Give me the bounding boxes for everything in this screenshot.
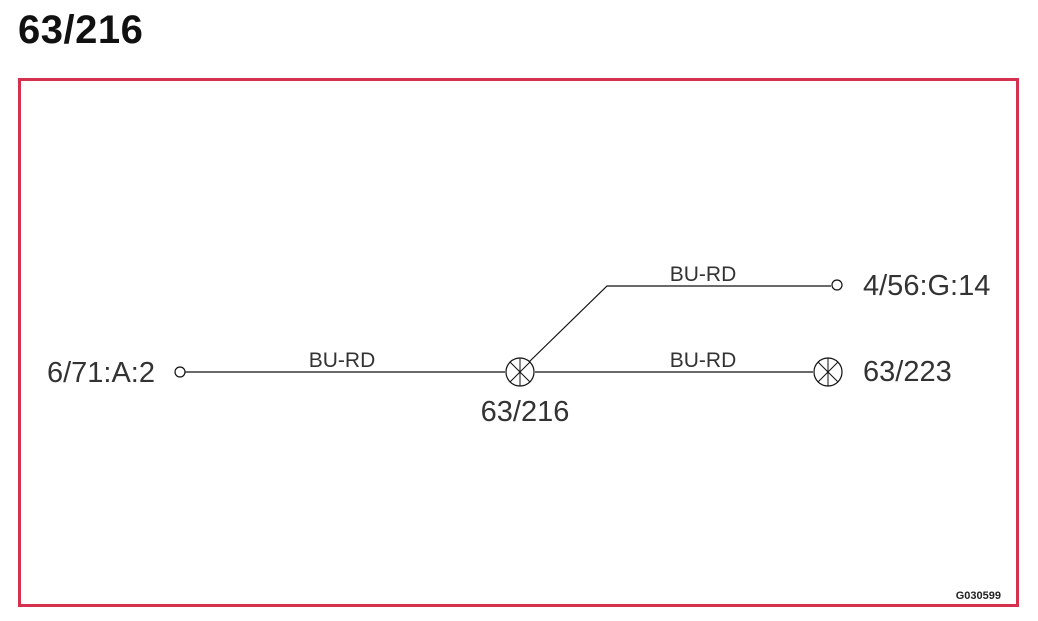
right-wire-label: BU-RD xyxy=(670,349,737,372)
center-splice-label: 63/216 xyxy=(481,396,570,428)
upper-connector-pin-icon xyxy=(831,279,843,291)
diagram-frame xyxy=(18,78,1019,607)
left-connector-pin-icon xyxy=(174,366,186,378)
upper-wire-label: BU-RD xyxy=(670,263,737,286)
upper-wire xyxy=(527,285,831,364)
left-connector-label: 6/71:A:2 xyxy=(47,357,155,389)
right-splice-icon xyxy=(813,357,843,387)
page-title: 63/216 xyxy=(18,8,144,52)
drawing-code: G030599 xyxy=(956,590,1001,602)
center-splice-icon xyxy=(505,357,535,387)
right-splice-label: 63/223 xyxy=(863,356,952,388)
left-wire-label: BU-RD xyxy=(309,349,376,372)
upper-connector-label: 4/56:G:14 xyxy=(863,270,990,302)
